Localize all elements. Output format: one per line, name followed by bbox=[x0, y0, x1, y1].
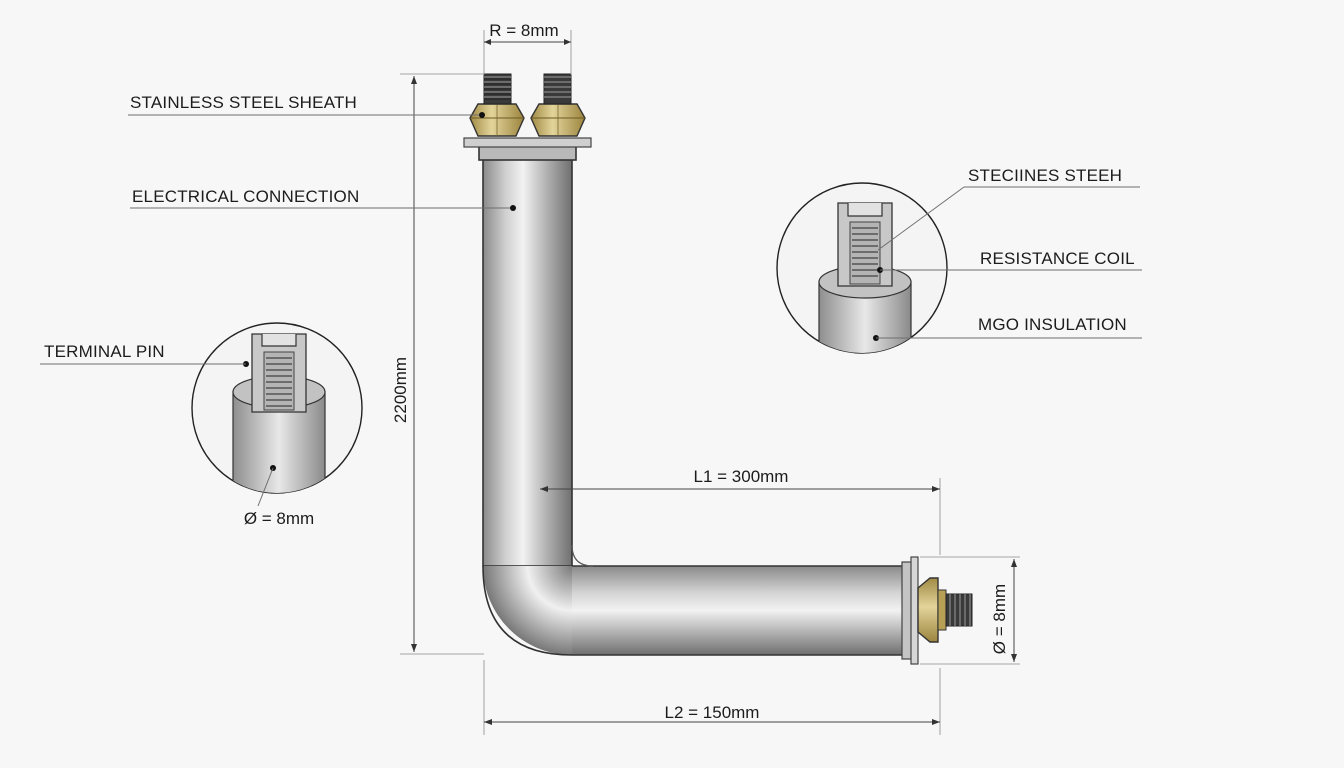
end-fitting bbox=[901, 556, 973, 665]
detail-diameter-label: Ø = 8mm bbox=[244, 509, 314, 528]
callout-mgo-insulation: MGO INSULATION bbox=[876, 315, 1142, 339]
dimension-vertical-length: 2200mm bbox=[391, 73, 484, 655]
stainless-steel-sheath-label: STAINLESS STEEL SHEATH bbox=[130, 93, 357, 112]
top-terminal-assembly bbox=[463, 73, 592, 161]
callout-electrical-connection: ELECTRICAL CONNECTION bbox=[130, 187, 516, 211]
detail-view-left bbox=[191, 322, 363, 507]
callout-resistance-coil: RESISTANCE COIL bbox=[880, 249, 1142, 271]
dimension-bend-radius: R = 8mm bbox=[483, 21, 572, 75]
dimension-end-diameter: Ø = 8mm bbox=[920, 556, 1020, 665]
end-diameter-label: Ø = 8mm bbox=[990, 584, 1009, 654]
callout-stainless-steel-sheath: STAINLESS STEEL SHEATH bbox=[128, 93, 485, 118]
steciines-steeh-label: STECIINES STEEH bbox=[968, 166, 1122, 185]
callout-terminal-pin: TERMINAL PIN bbox=[40, 342, 246, 365]
callout-detail-diameter: Ø = 8mm bbox=[244, 509, 314, 528]
resistance-coil-label: RESISTANCE COIL bbox=[980, 249, 1135, 268]
l1-label: L1 = 300mm bbox=[694, 467, 789, 486]
detail-view-right bbox=[776, 182, 948, 354]
terminal-nut-right bbox=[530, 73, 586, 137]
l2-label: L2 = 150mm bbox=[665, 703, 760, 722]
mgo-insulation-label: MGO INSULATION bbox=[978, 315, 1127, 334]
dimension-l2: L2 = 150mm bbox=[483, 660, 941, 735]
terminal-nut-left bbox=[469, 73, 525, 137]
vertical-length-label: 2200mm bbox=[391, 357, 410, 423]
sheath-tube bbox=[482, 157, 902, 656]
dimension-l1: L1 = 300mm bbox=[540, 467, 941, 555]
callout-steciines-steeh: STECIINES STEEH bbox=[877, 166, 1140, 251]
electrical-connection-label: ELECTRICAL CONNECTION bbox=[132, 187, 359, 206]
terminal-pin-label: TERMINAL PIN bbox=[44, 342, 165, 361]
bend-radius-label: R = 8mm bbox=[489, 21, 558, 40]
